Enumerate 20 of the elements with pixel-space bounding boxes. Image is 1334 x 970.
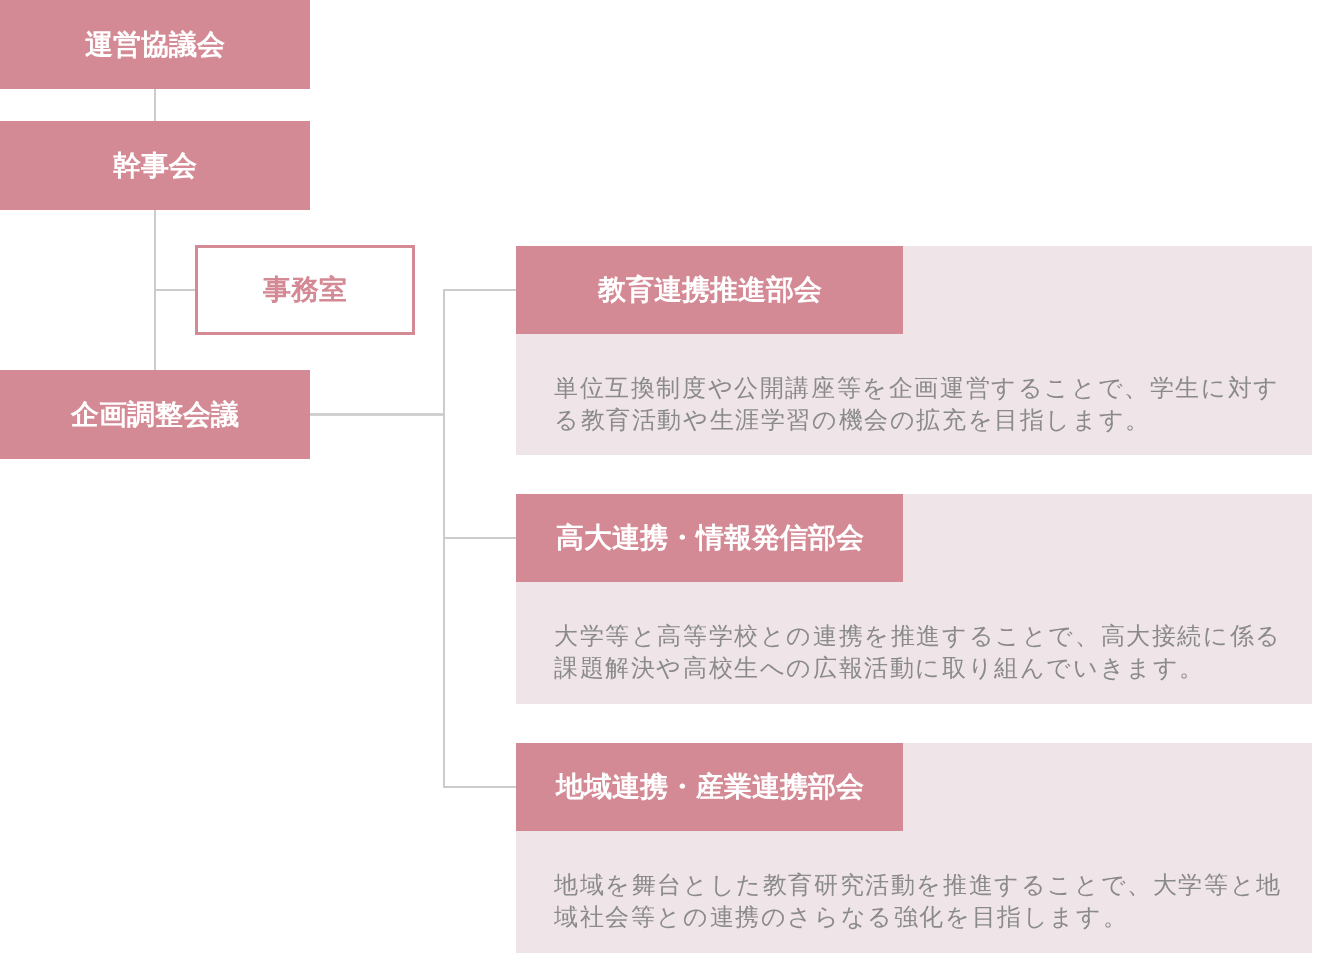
section-panel (516, 494, 1312, 704)
box-label: 企画調整会議 (71, 396, 239, 433)
connector-line (154, 209, 156, 371)
heading-bar: 地域連携・産業連携部会 (516, 743, 903, 831)
committee-box (0, 370, 310, 459)
connector-line (154, 88, 156, 122)
heading-bar: 教育連携推進部会 (516, 246, 903, 334)
description-text: 単位互換制度や公開講座等を企画運営することで、学生に対する教育活動や生涯学習の機会の拡充を目指します。 (554, 373, 1281, 436)
box-label: 事務室 (263, 272, 347, 308)
office-box (195, 245, 415, 335)
connector-line (309, 413, 517, 788)
section-panel (516, 743, 1312, 953)
box-label: 幹事会 (113, 147, 197, 184)
description-text: 大学等と高等学校との連携を推進することで、高大接続に係る課題解決や高校生への広報活動に取り組んでいきます。 (554, 621, 1283, 684)
section-panel (516, 246, 1312, 455)
heading-bar: 高大連携・情報発信部会 (516, 494, 903, 582)
box-label: 運営協議会 (85, 26, 225, 63)
committee-box (0, 0, 310, 89)
committee-box (0, 121, 310, 210)
description-text: 地域を舞台とした教育研究活動を推進することで、大学等と地域社会等との連携のさらなる強化を目指します。 (554, 870, 1283, 933)
